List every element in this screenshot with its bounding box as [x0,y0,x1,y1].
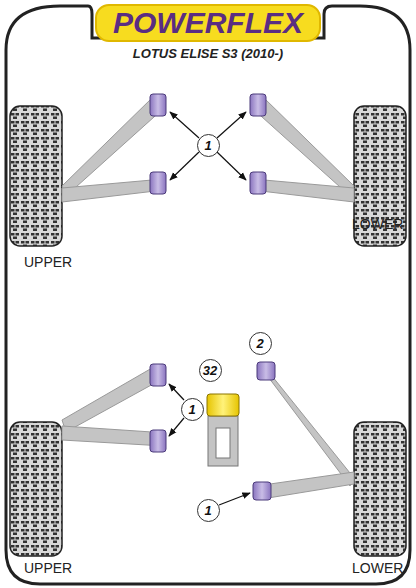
callout-number: 32 [199,359,222,382]
callout-number-text: 1 [204,503,211,518]
callout-number-text: 2 [256,336,263,351]
brand-logo-text: POWERFLEX [113,6,303,40]
callout-number-text: 1 [188,402,195,417]
callout-number: 1 [181,398,204,421]
arm-position-label: LOWER [352,560,403,576]
vehicle-title: LOTUS ELISE S3 (2010-) [133,46,283,61]
callout-number: 1 [197,499,220,522]
brand-banner: POWERFLEX [95,4,321,42]
callout-number-text: 32 [203,363,217,378]
arm-position-label: LOWER [352,216,403,232]
arm-position-label: UPPER [24,254,72,270]
arm-position-label: UPPER [24,560,72,576]
callout-number: 2 [249,332,272,355]
callout-number: 1 [197,134,220,157]
callout-number-text: 1 [204,138,211,153]
